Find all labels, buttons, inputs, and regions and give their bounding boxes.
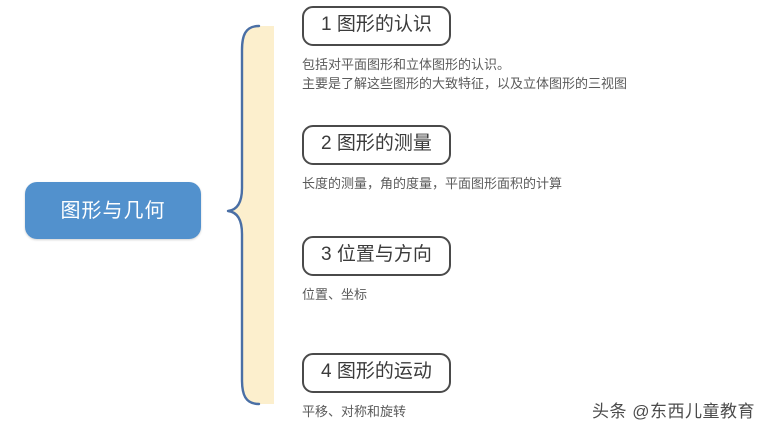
topic-item-2[interactable]: 2 图形的测量 长度的测量，角的度量，平面图形面积的计算 — [302, 125, 762, 193]
root-node-label: 图形与几何 — [60, 199, 166, 222]
brace-icon — [226, 24, 274, 406]
topic-list: 1 图形的认识 包括对平面图形和立体图形的认识。 主要是了解这些图形的大致特征，… — [302, 0, 762, 430]
topic-box-4[interactable]: 4 图形的运动 — [302, 353, 451, 393]
brace-connector — [215, 0, 285, 430]
topic-title-1: 1 图形的认识 — [321, 14, 432, 35]
topic-description-2: 长度的测量，角的度量，平面图形面积的计算 — [302, 175, 563, 191]
topic-item-1[interactable]: 1 图形的认识 包括对平面图形和立体图形的认识。 主要是了解这些图形的大致特征，… — [302, 6, 762, 94]
topic-description-1: 包括对平面图形和立体图形的认识。 主要是了解这些图形的大致特征，以及立体图形的三… — [302, 56, 628, 92]
topic-item-3[interactable]: 3 位置与方向 位置、坐标 — [302, 236, 762, 304]
root-node[interactable]: 图形与几何 — [25, 182, 201, 239]
topic-description-4: 平移、对称和旋转 — [302, 403, 407, 419]
topic-box-3[interactable]: 3 位置与方向 — [302, 236, 451, 276]
topic-box-2[interactable]: 2 图形的测量 — [302, 125, 451, 165]
topic-item-4[interactable]: 4 图形的运动 平移、对称和旋转 — [302, 353, 762, 421]
topic-title-2: 2 图形的测量 — [321, 133, 432, 154]
topic-description-3: 位置、坐标 — [302, 286, 368, 302]
topic-box-1[interactable]: 1 图形的认识 — [302, 6, 451, 46]
topic-title-3: 3 位置与方向 — [321, 244, 432, 265]
watermark: 头条 @东西儿童教育 — [592, 402, 755, 421]
topic-title-4: 4 图形的运动 — [321, 361, 432, 382]
